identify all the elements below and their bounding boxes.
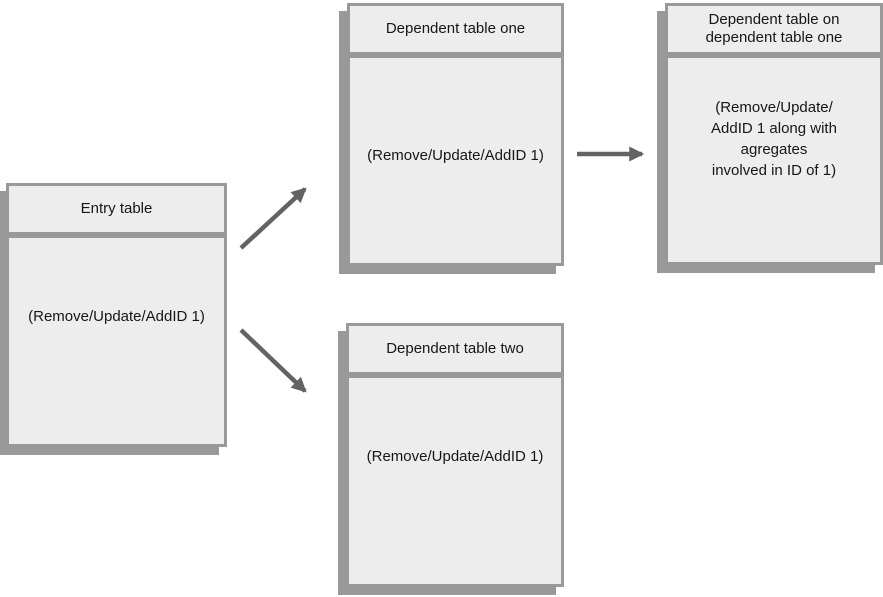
body-text-line: (Remove/Update/AddID 1) [28,307,205,325]
table-entry-header: Entry table [6,183,227,235]
body-text-line: agregates [740,141,808,158]
body-text-line: AddID 1 along with [711,120,837,137]
table-dependent-on-dependent-one-body: (Remove/Update/ AddID 1 along with agreg… [665,55,883,265]
arrow-entry-to-dependent-two [239,328,307,393]
table-title-line: dependent table one [705,29,843,46]
table-entry-body: (Remove/Update/AddID 1) [6,235,227,447]
table-title-line: Dependent table on [708,11,840,28]
body-text-line: involved in ID of 1) [711,162,837,179]
body-text-line: (Remove/Update/ [715,99,833,116]
table-dependent-two-header: Dependent table two [346,323,564,375]
table-dependent-one: Dependent table one (Remove/Update/AddID… [347,3,564,266]
table-dependent-two-body: (Remove/Update/AddID 1) [346,375,564,587]
table-dependent-one-header: Dependent table one [347,3,564,55]
table-dependent-two: Dependent table two (Remove/Update/AddID… [346,323,564,587]
table-dependent-on-dependent-one-header: Dependent table on dependent table one [665,3,883,55]
table-title-line: Entry table [80,200,153,217]
table-entry: Entry table (Remove/Update/AddID 1) [6,183,227,447]
table-title-line: Dependent table two [386,340,524,357]
table-dependent-one-body: (Remove/Update/AddID 1) [347,55,564,266]
arrow-entry-to-dependent-one [239,187,307,250]
table-dependent-on-dependent-one: Dependent table on dependent table one (… [665,3,883,265]
body-text-line: (Remove/Update/AddID 1) [367,147,544,164]
table-title-line: Dependent table one [385,20,526,37]
body-text-line: (Remove/Update/AddID 1) [366,447,544,465]
